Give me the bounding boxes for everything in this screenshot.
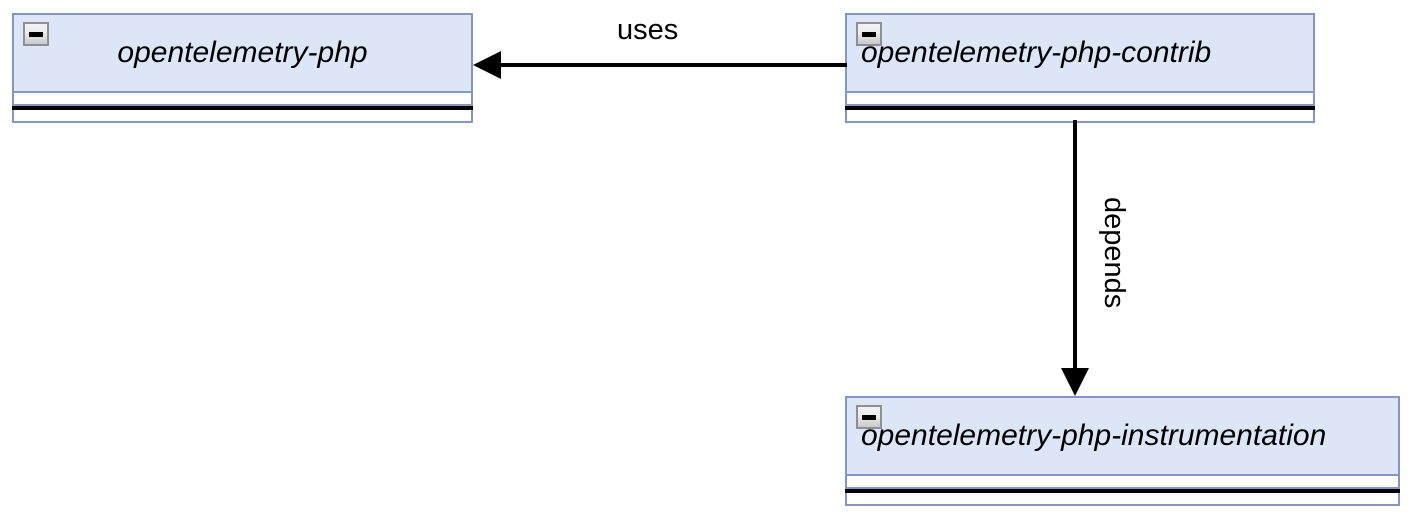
uml-node-opentelemetry-php[interactable]: opentelemetry-php [12, 13, 473, 123]
uses-edge-line [500, 63, 847, 67]
node-divider-rule [845, 106, 1315, 110]
uses-edge-arrowhead [473, 51, 501, 79]
minus-bar [862, 31, 876, 37]
node-header: opentelemetry-php-instrumentation [845, 396, 1400, 476]
node-compartment-attributes [845, 93, 1315, 106]
depends-edge-arrowhead [1061, 368, 1089, 396]
uml-node-opentelemetry-php-instrumentation[interactable]: opentelemetry-php-instrumentation [845, 396, 1400, 506]
node-header: opentelemetry-php [12, 13, 473, 93]
uses-edge-label: uses [617, 14, 679, 46]
node-compartment-operations [12, 110, 473, 123]
minus-bar [862, 414, 876, 420]
node-divider-rule [845, 489, 1400, 493]
node-compartment-operations [845, 110, 1315, 123]
minus-bar [29, 31, 43, 37]
depends-edge-line [1073, 120, 1077, 372]
node-title: opentelemetry-php [117, 36, 368, 69]
node-title: opentelemetry-php-contrib [861, 36, 1212, 69]
collapse-minus-icon[interactable] [856, 22, 882, 46]
uml-node-opentelemetry-php-contrib[interactable]: opentelemetry-php-contrib [845, 13, 1315, 123]
node-compartment-operations [845, 493, 1400, 506]
node-divider-rule [12, 106, 473, 110]
depends-edge-label: depends [1098, 197, 1130, 309]
collapse-minus-icon[interactable] [856, 405, 882, 429]
node-compartment-attributes [845, 476, 1400, 489]
node-header: opentelemetry-php-contrib [845, 13, 1315, 93]
collapse-minus-icon[interactable] [23, 22, 49, 46]
node-title: opentelemetry-php-instrumentation [861, 419, 1327, 452]
node-compartment-attributes [12, 93, 473, 106]
